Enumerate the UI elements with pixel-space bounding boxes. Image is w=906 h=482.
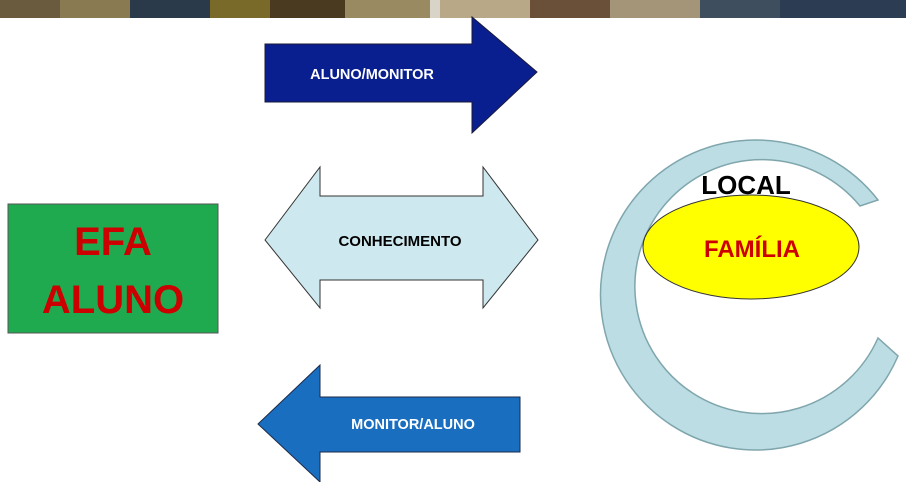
arrow-conhecimento (264, 165, 539, 310)
context-ring (599, 139, 899, 451)
aluno-label: ALUNO (42, 278, 184, 322)
arrow-aluno-monitor-label: ALUNO/MONITOR (310, 67, 434, 83)
arrow-aluno-monitor (264, 15, 538, 135)
familia-label: FAMÍLIA (704, 235, 800, 263)
familia-ellipse (642, 194, 860, 300)
arrow-monitor-aluno (257, 363, 521, 482)
arrow-conhecimento-label: CONHECIMENTO (338, 233, 461, 250)
arrow-monitor-aluno-label: MONITOR/ALUNO (351, 417, 475, 433)
photo-strip (0, 0, 906, 18)
efa-aluno-box (7, 203, 219, 334)
efa-label: EFA (74, 220, 152, 264)
